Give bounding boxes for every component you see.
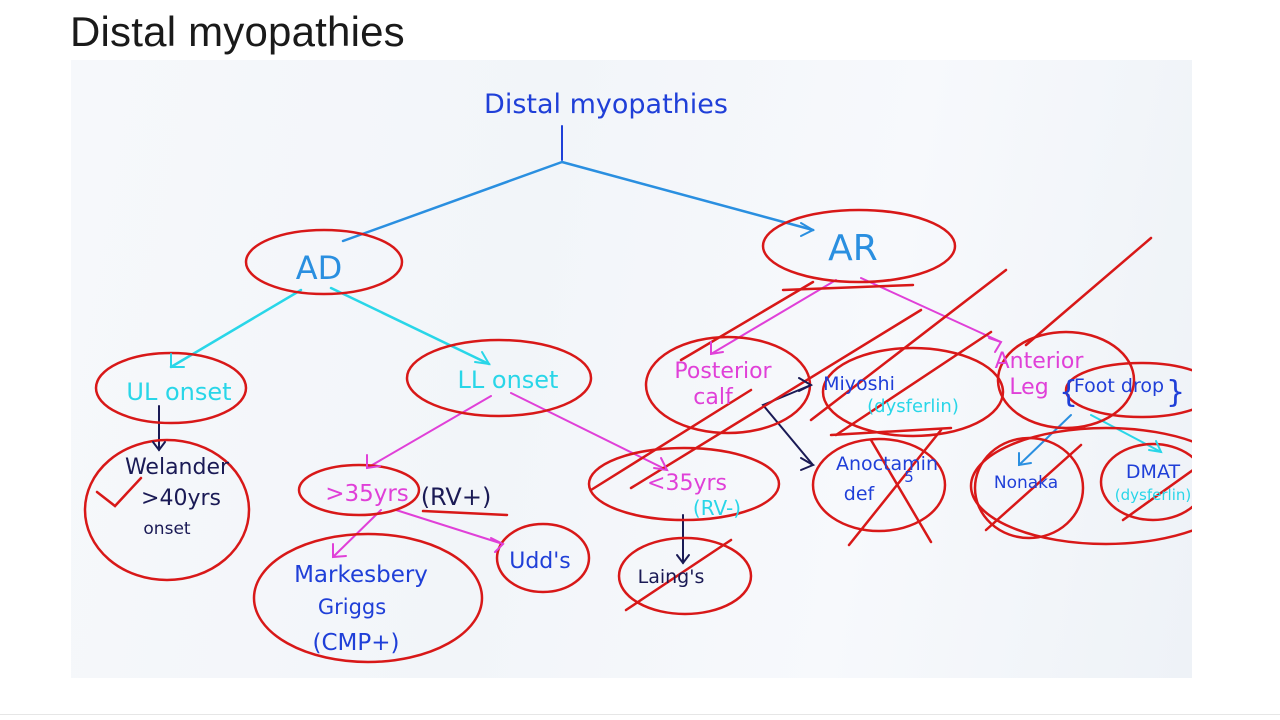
circle-welander [83,438,251,582]
arrowhead-laing [676,554,690,565]
footer-divider [0,714,1280,715]
cross-anoctamin-3 [829,426,953,437]
cross-ar-1 [679,280,815,362]
node-posterior-line1: Posterior [674,359,772,384]
arrowhead-gt35 [366,454,381,470]
arrowhead-lt35 [653,457,669,472]
bracket-open: { [1059,375,1078,410]
node-gt35: >35yrs [325,481,409,507]
arrowhead-udd [490,537,505,553]
node-markesbery-line1: Markesbery [294,562,428,588]
node-rv-plus: (RV+) [421,483,492,511]
node-welander-line3: onset [143,519,190,539]
circle-ar [761,208,957,284]
arrowhead-markesbery [332,543,347,559]
node-ul-onset: UL onset [126,378,231,406]
arrowhead-ll [474,351,491,366]
circle-udd [495,522,591,594]
mind-map-diagram: Distal myopathies AD AR UL onset LL onse… [83,89,1192,664]
node-nonaka: Nonaka [994,473,1058,493]
cross-miyoshi-1 [809,268,1008,422]
slide-title: Distal myopathies [70,8,405,55]
node-foot-drop: Foot drop [1074,375,1164,397]
edge-ar-anterior [860,277,1002,343]
node-anoctamin-line2: def [844,483,876,505]
cross-dmat [1121,469,1192,522]
cross-anoctamin-2 [869,438,933,544]
arrowhead-anoctamin [800,457,816,471]
edge-gt35-udd [395,509,504,545]
underline-rv-plus [421,509,509,517]
circle-ll-onset [405,338,593,418]
arrowhead-dmat [1148,440,1163,454]
circle-laing [617,536,753,616]
edge-ll-lt35 [510,392,668,471]
node-rv-minus: (RV-) [693,496,741,520]
edge-ad-ul [169,288,303,369]
circle-gt35 [297,463,421,517]
arrowhead-nonaka [1018,452,1032,467]
arrowhead-posterior [710,341,724,356]
arrowhead-anterior [988,337,1003,353]
node-markesbery-line2: Griggs [318,595,386,619]
arrowhead-ar [800,222,816,237]
whiteboard-photo: Distal myopathies AD AR UL onset LL onse… [71,60,1192,678]
node-miyoshi-line1: Miyoshi [823,373,895,395]
cross-anoctamin-1 [847,428,943,547]
node-ll-onset: LL onset [458,366,559,394]
circle-ad [244,228,404,296]
edge-ll-gt35 [366,395,492,469]
node-welander-line1: Welander [125,455,230,480]
arrowhead-welander [152,441,166,452]
node-welander-line2: >40yrs [141,486,221,511]
edge-root-ad [341,160,564,243]
edge-ad-ll [329,286,491,366]
tick-welander [95,476,143,508]
node-udd: Udd's [509,549,571,574]
node-posterior-line2: calf [693,385,734,410]
cross-ar-2 [781,283,915,292]
edge-posterior-bracket [761,384,814,466]
circle-lt35 [587,446,781,522]
node-anterior-line1: Anterior [995,349,1085,374]
node-lt35: <35yrs [647,471,727,496]
node-anterior-line2: Leg [1009,375,1048,400]
cross-posterior-1 [629,308,923,490]
cross-miyoshi-2 [834,330,993,437]
node-anoctamin-5: 5 [904,468,914,486]
cross-anterior [1024,236,1153,347]
bracket-close: } [1166,375,1185,410]
node-dmat-line2: (dysferlin) [1115,486,1191,504]
arrowhead-ul [170,353,185,368]
circle-foot-drop [1064,361,1192,419]
circle-markesbery [252,532,484,664]
circle-dmat [1099,442,1192,522]
node-anoctamin-line1: Anoctamin [836,453,938,475]
node-dmat-line1: DMAT [1126,461,1181,483]
node-miyoshi-line2: (dysferlin) [867,396,959,417]
edge-root-ar [560,160,815,232]
edge-ar-posterior [710,279,837,355]
circle-anoctamin [811,437,947,533]
cross-nonaka [984,443,1083,532]
node-laing: Laing's [638,566,705,588]
cross-posterior-2 [589,388,753,492]
cross-laing [624,538,733,612]
node-markesbery-line3: (CMP+) [313,630,400,656]
circle-right-cluster [969,426,1192,546]
node-ad: AD [296,249,343,287]
node-ar: AR [828,228,878,269]
arrowhead-miyoshi [798,377,814,392]
node-root: Distal myopathies [484,89,728,120]
circle-miyoshi [821,346,1005,438]
circle-anterior [996,330,1136,430]
